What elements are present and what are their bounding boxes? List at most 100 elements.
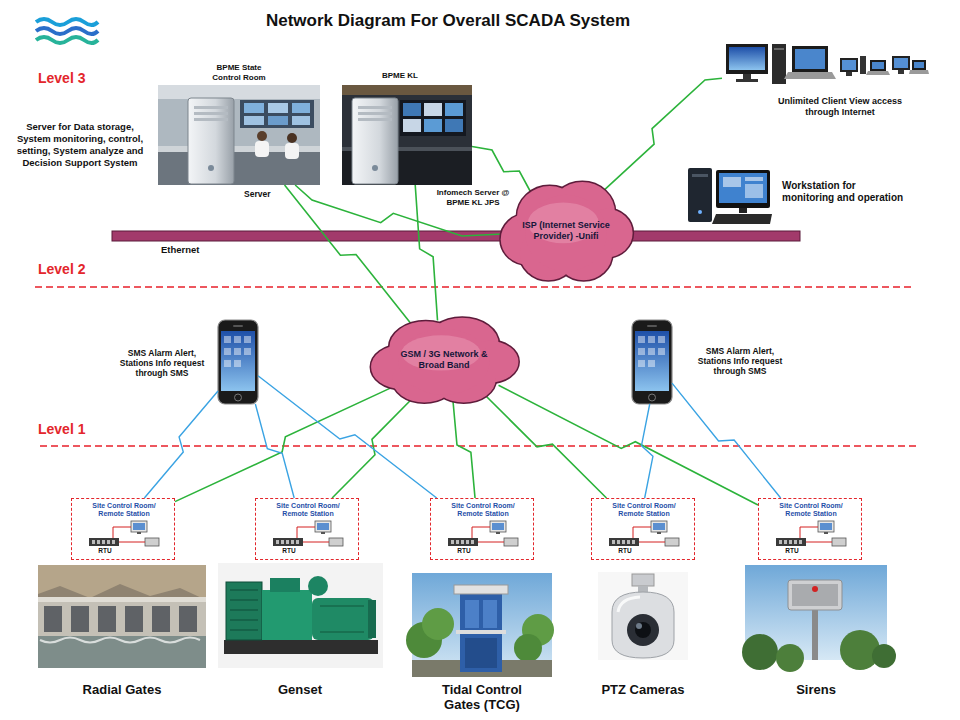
station-title: Site Control Room/ Remote Station [266,502,350,519]
workstation-art [712,214,772,224]
radial-gates-photo [38,565,206,600]
genset-photo [230,600,258,601]
client-computers-art [792,46,828,72]
siren-photo [776,644,804,672]
rtu-label: RTU [449,547,479,555]
diagram-title: Network Diagram For Overall SCADA System [148,11,748,31]
control-room-photo [158,85,320,185]
radial-gates-photo [71,606,89,632]
remote-station-box: Site Control Room/ Remote StationRTU [430,498,534,560]
client-computers-art [726,44,929,84]
genset-photo [270,578,300,592]
genset-photo [230,630,258,631]
cloud-label: ISP (Internet Service Provider) -Unifi [516,220,616,242]
equipment-photo: Sirens [745,565,887,660]
station-title: Site Control Room/ Remote Station [82,502,166,519]
control-room-photo [292,103,310,113]
client-computers-art [774,48,784,50]
equipment-caption: Radial Gates [32,683,212,698]
logo-waves [36,19,98,25]
control-room-photo [342,85,472,95]
equipment-photo: PTZ Cameras [598,572,688,660]
radial-gates-photo [38,597,206,602]
workstation-art [745,177,763,181]
equipment-caption: Genset [210,683,390,698]
siren-photo [792,584,838,606]
control-room-photo [424,103,442,116]
station-title: Site Control Room/ Remote Station [441,502,525,519]
level-divider [40,445,920,447]
ptz-camera-photo [618,597,640,612]
control-room-photo [342,85,472,185]
radial-gates-photo [44,606,62,632]
radial-gates-photo [98,606,116,632]
workstation-art [688,168,712,222]
wireless-link [453,399,475,498]
workstation-label: Workstation for monitoring and operation [782,180,907,204]
tidal-gate-photo [465,638,497,668]
client-computers-art [840,58,858,72]
client-computers-art [894,58,908,68]
genset-photo [218,563,383,668]
client-computers-art [729,47,765,70]
control-room-photo [445,103,463,116]
cloud-shape [501,182,633,280]
wireless-link [472,146,531,192]
control-room-photo [403,103,421,116]
ptz-camera-photo [632,574,654,586]
station-title: Site Control Room/ Remote Station [602,502,686,519]
wireless-link [499,385,758,505]
cloud-label: GSM / 3G Network & Broad Band [394,349,494,371]
smartphone-art [218,320,258,404]
genset-photo [320,606,364,607]
rtu-wiring-art [273,521,343,546]
workstation-art [745,184,763,198]
workstation-art [739,208,747,213]
radial-gates-photo [38,600,206,636]
cloud-shape [501,182,633,280]
workstation-art [723,177,741,187]
control-room-photo [352,98,398,184]
client-computers-art [736,79,758,82]
tidal-gate-photo [465,600,479,628]
room-heading: BPME State Control Room [208,63,270,82]
equipment-caption: Sirens [736,683,896,698]
control-room-photo [268,116,288,125]
level-description: Server for Data storage, System monitori… [10,121,150,169]
room-heading: BPME KL [370,71,430,81]
tidal-gate-photo [422,608,454,640]
control-room-photo [287,133,297,143]
ptz-camera-photo [598,572,688,660]
cloud-shape [371,318,518,403]
genset-photo [226,582,262,640]
rtu-label: RTU [610,547,640,555]
genset-photo [230,610,258,611]
ptz-camera-photo [636,623,642,629]
ptz-camera-photo [635,622,651,638]
ethernet-bus [112,231,800,241]
control-room-photo [292,116,310,125]
client-computers-art [909,70,929,74]
cloud-shape [371,318,518,403]
siren-photo [812,605,818,660]
client-computers-art [898,70,904,74]
genset-photo [224,640,378,654]
tidal-gate-photo [406,573,554,677]
client-computers-art [866,71,890,75]
wireless-link [332,396,415,498]
rtu-wiring-art [448,521,518,546]
radial-gates-photo [38,636,206,668]
siren-photo [812,586,818,592]
client-computers-art [914,62,924,68]
tidal-gate-photo [483,600,497,628]
control-room-photo [342,85,472,185]
control-room-photo [158,85,320,185]
client-computers-art [860,56,866,74]
siren-photo [742,634,778,670]
wireless-link [415,185,437,321]
sms-link [144,391,218,498]
genset-photo [218,563,383,668]
client-computers-art [772,44,786,84]
genset-photo [308,576,328,596]
equipment-photo: Radial Gates [38,565,206,668]
